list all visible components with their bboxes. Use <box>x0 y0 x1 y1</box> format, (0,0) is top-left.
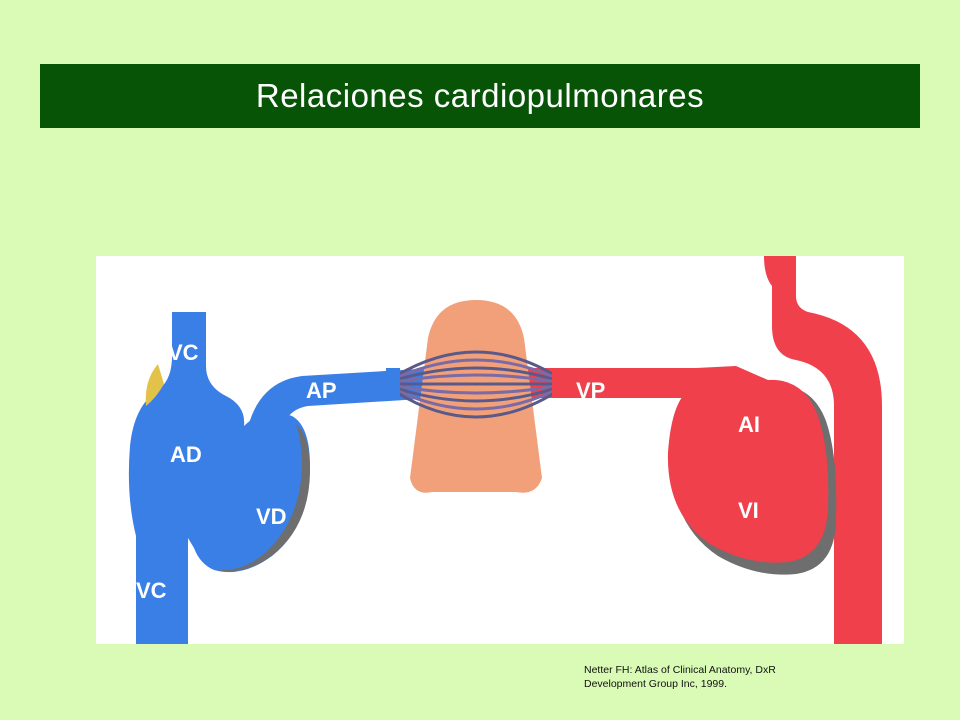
title-bar: Relaciones cardiopulmonares <box>40 64 920 128</box>
aorta-arch <box>764 256 882 644</box>
label-vp: VP <box>576 378 605 403</box>
label-ao: Ao <box>698 330 727 355</box>
citation-line-2: Development Group Inc, 1999. <box>584 678 728 690</box>
label-vc-upper: VC <box>168 340 199 365</box>
page-title: Relaciones cardiopulmonares <box>255 77 705 114</box>
left-heart <box>667 366 829 563</box>
circulation-svg: VC AD VD VC AP VP Ao AI VI <box>128 256 882 644</box>
label-vc-lower: VC <box>136 578 167 603</box>
capillary-red-end <box>552 368 566 398</box>
vena-cava-right-heart <box>128 312 310 644</box>
lung <box>410 300 542 493</box>
fat-patch <box>145 364 164 406</box>
citation: Netter FH: Atlas of Clinical Anatomy, Dx… <box>584 663 884 691</box>
label-ad: AD <box>170 442 202 467</box>
cardiopulmonary-diagram: VC AD VD VC AP VP Ao AI VI <box>96 256 904 644</box>
citation-line-1: Netter FH: Atlas of Clinical Anatomy, Dx… <box>584 664 776 676</box>
capillary-blue-end <box>386 368 400 398</box>
label-vi: VI <box>738 498 759 523</box>
pulmonary-vein <box>526 368 746 398</box>
right-heart-shadow <box>216 424 310 572</box>
label-ai: AI <box>738 412 760 437</box>
label-vd: VD <box>256 504 287 529</box>
label-ap: AP <box>306 378 337 403</box>
capillary-network <box>395 350 557 419</box>
